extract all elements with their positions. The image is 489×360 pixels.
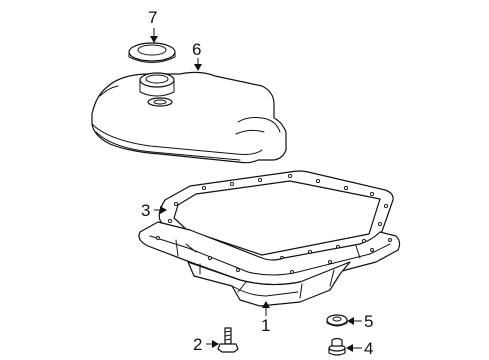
oil-pan-part-1 (138, 221, 401, 307)
leader-3 (154, 206, 167, 214)
callout-3: 3 (141, 201, 150, 220)
callout-1: 1 (261, 316, 270, 335)
seal-ring-part-7 (128, 42, 176, 63)
leader-1 (262, 301, 270, 316)
leader-6 (194, 58, 202, 71)
callout-5: 5 (364, 312, 373, 331)
callout-7: 7 (148, 8, 157, 27)
callout-4: 4 (364, 339, 373, 358)
callout-6: 6 (192, 40, 201, 59)
leader-5 (347, 317, 362, 325)
leader-4 (346, 344, 362, 352)
leader-7 (150, 28, 158, 43)
bolt-part-2 (217, 327, 239, 353)
drain-plug-part-4 (328, 337, 346, 356)
callout-2: 2 (193, 335, 202, 354)
washer-part-5 (326, 314, 348, 327)
leader-2 (206, 340, 219, 348)
filter-part-6 (91, 71, 287, 164)
pan-flange-holes (156, 236, 392, 274)
